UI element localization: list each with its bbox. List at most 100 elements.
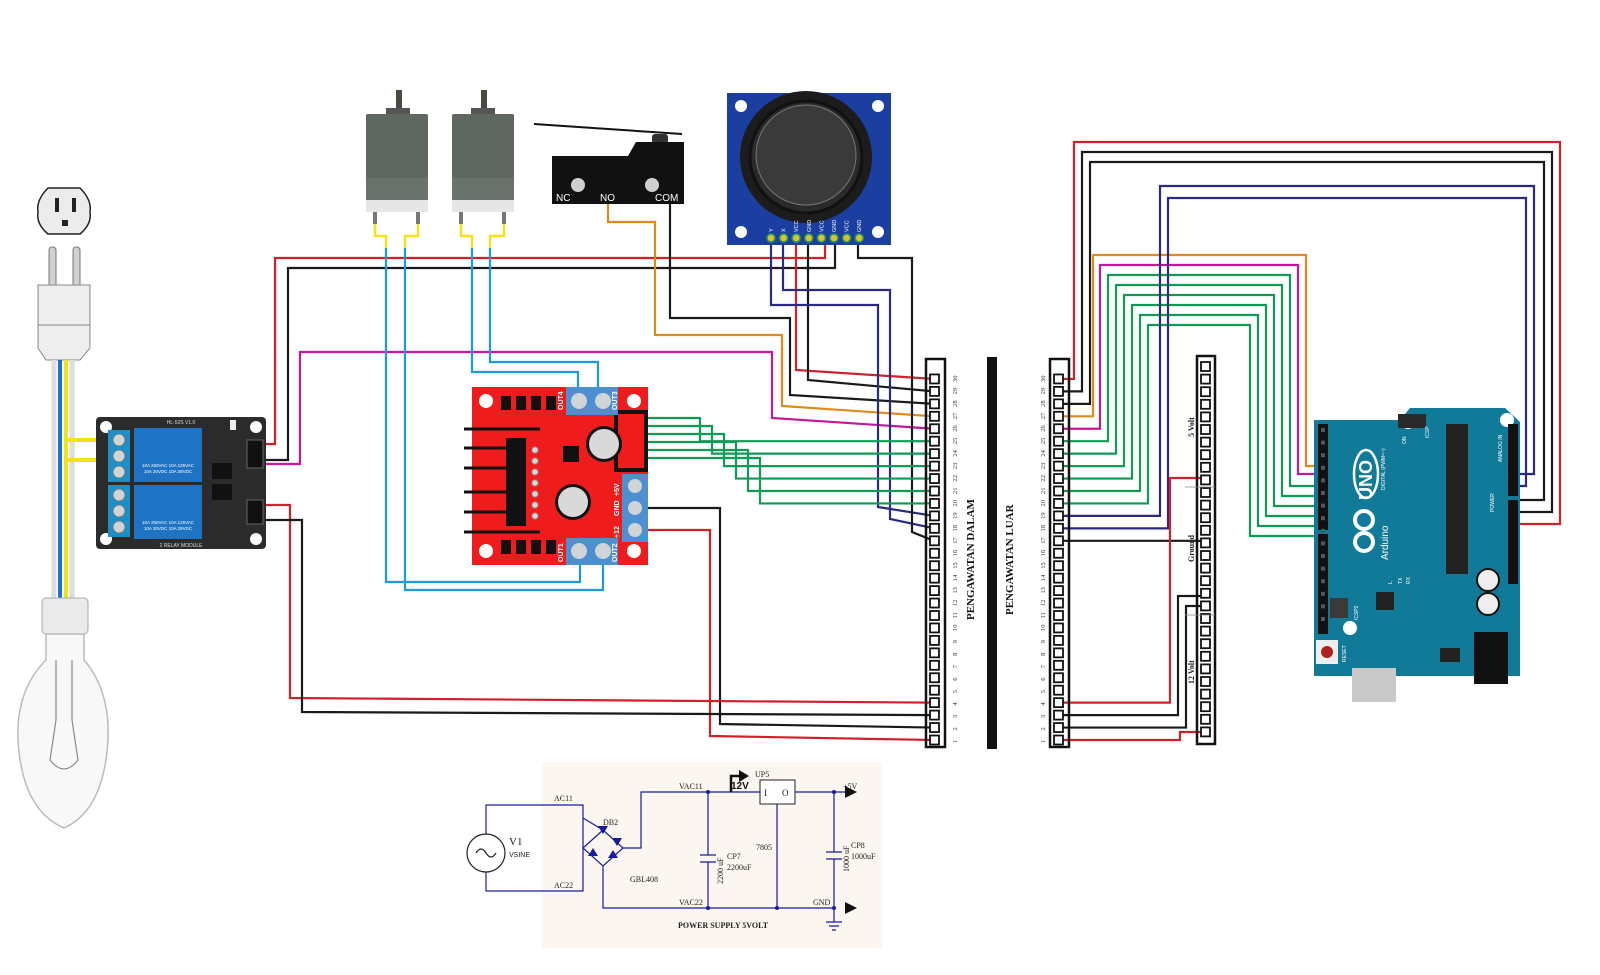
dc-motor-1	[366, 90, 428, 248]
inner-pin-number: 23	[952, 463, 959, 470]
rail-pin	[1200, 650, 1211, 662]
inner-pin-number: 22	[952, 475, 959, 482]
joystick-pin	[804, 233, 814, 243]
inner-terminal-pin	[929, 410, 940, 422]
outer-pin-number: 11	[1040, 612, 1047, 618]
inner-pin-number: 27	[952, 412, 959, 419]
inner-terminal-pin	[929, 485, 940, 497]
wire-arduino-d4	[1058, 263, 1318, 476]
outer-pin-number: 18	[1040, 525, 1047, 532]
inner-terminal-pin	[929, 448, 940, 460]
inner-terminal-pin	[929, 535, 940, 547]
inner-pin-number: 5	[952, 690, 959, 693]
inner-pin-number: 26	[952, 425, 959, 432]
rail-pin	[1200, 411, 1211, 423]
l298n-out3-label: OUT3	[612, 391, 619, 410]
rail-pin	[1200, 638, 1211, 650]
digital-pin	[1321, 465, 1325, 470]
outer-terminal-frame	[1048, 357, 1071, 749]
inner-pin-number: 2	[952, 727, 959, 730]
arduino-brand: Arduino	[1380, 525, 1391, 560]
joystick-pin	[841, 233, 852, 243]
label-12v: 12V	[731, 781, 749, 792]
wire-arduino-d10	[1058, 323, 1318, 538]
wire-arduino-d6	[1058, 283, 1318, 498]
outer-terminal-pin	[1053, 672, 1064, 684]
inner-pin-number: 8	[952, 653, 959, 656]
regulator-out: O	[782, 788, 789, 798]
wire-arduino-d7	[1058, 293, 1318, 508]
digital-pin	[1321, 528, 1325, 533]
rail-pin	[1200, 524, 1211, 536]
outer-pin-number: 5	[1040, 690, 1047, 693]
outer-terminal-pin	[1053, 572, 1064, 584]
outer-terminal-pin	[1053, 635, 1064, 646]
digital-pin	[1321, 604, 1325, 609]
inner-pin-number: 30	[952, 375, 959, 382]
inner-terminal-pin	[929, 498, 940, 509]
arduino-power-label: POWER	[1490, 493, 1496, 512]
inner-terminal-pin	[929, 709, 940, 721]
wire-l298n-in-4	[648, 440, 934, 480]
inner-terminal-pin	[929, 647, 940, 659]
inner-terminal-pin	[929, 398, 940, 410]
inner-pin-number: 24	[952, 449, 959, 456]
outer-pin-number: 4	[1040, 702, 1047, 706]
outer-pin-number: 10	[1040, 624, 1047, 631]
joystick-pin-label: VCC	[819, 220, 825, 232]
wire-arduino-d5	[1058, 273, 1318, 488]
inner-pin-number: 7	[952, 664, 959, 668]
rail-pin	[1200, 537, 1211, 549]
outer-terminal-pin	[1053, 597, 1064, 609]
inner-terminal-pin	[929, 547, 940, 559]
rail-pin	[1200, 436, 1211, 448]
rail-pin	[1200, 550, 1211, 561]
wire-arduino-5v	[1058, 140, 1562, 526]
outer-terminal-pin	[1053, 684, 1064, 696]
outer-pin-number: 30	[1040, 375, 1047, 382]
wire-switch-no	[606, 204, 935, 418]
relay-rating-1: 10A 250VAC 10A 125VAC	[142, 463, 195, 468]
outer-pin-number: 27	[1040, 412, 1047, 419]
outer-pin-number: 2	[1040, 727, 1047, 730]
l298n-12v-label: +12	[614, 526, 621, 538]
rail-pin	[1200, 663, 1211, 675]
ac-plug	[37, 246, 91, 361]
outer-terminal-pin	[1053, 410, 1064, 422]
digital-pin	[1321, 453, 1325, 458]
wire-joystick-vcc	[794, 240, 935, 381]
inner-pin-number: 10	[952, 624, 959, 631]
inner-terminal-pin	[929, 635, 940, 646]
arduino-model: UNO	[1356, 460, 1376, 500]
inner-terminal-pin	[929, 585, 940, 596]
rail-pin	[1200, 587, 1211, 599]
outer-pin-number: 13	[1040, 587, 1047, 594]
digital-pin	[1321, 579, 1325, 584]
digital-header-upper	[1318, 424, 1328, 530]
joystick-pin-label: GND	[807, 220, 813, 232]
inner-pin-number: 14	[952, 574, 959, 581]
outer-pin-number: 22	[1040, 475, 1047, 482]
joystick-pin	[854, 233, 864, 243]
rail-pin	[1200, 726, 1211, 738]
outer-pin-number: 26	[1040, 425, 1047, 432]
inner-terminal-pin	[929, 597, 940, 609]
outer-pin-number: 9	[1040, 640, 1047, 643]
arduino-icsp-label: ICSP	[1425, 426, 1431, 438]
inner-terminal-pin	[929, 684, 940, 696]
inner-pin-number: 9	[952, 640, 959, 643]
digital-pin	[1321, 428, 1325, 432]
outer-pin-number: 15	[1040, 562, 1047, 569]
outer-terminal-pin	[1053, 473, 1064, 484]
limit-switch: NC NO COM	[533, 123, 684, 204]
rail-pin	[1200, 688, 1211, 700]
outer-terminal-pin	[1053, 398, 1064, 410]
rail-pin	[1200, 398, 1211, 410]
inner-pin-number: 6	[952, 677, 959, 681]
joystick-pin	[791, 233, 801, 243]
inner-terminal-pin	[929, 510, 940, 522]
terminal-block-outer: 1234567891011121314151617181920212223242…	[1040, 357, 1071, 749]
digital-pin	[1321, 491, 1325, 495]
inner-pin-number: 17	[952, 537, 959, 544]
